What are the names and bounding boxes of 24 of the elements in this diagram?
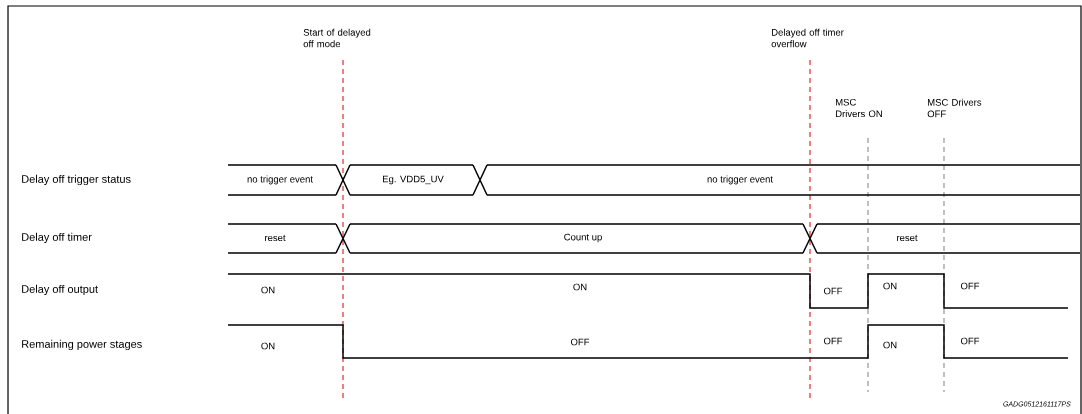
state-label: Eg. VDD5_UV — [383, 175, 444, 185]
annotation-label: Start of delayed off mode — [303, 28, 371, 48]
signal-name: Remaining power stages — [22, 339, 142, 351]
signal-name: Delay off timer — [22, 232, 92, 244]
state-label: OFF — [823, 337, 843, 345]
state-label: OFF — [570, 338, 590, 346]
state-label: ON — [261, 342, 275, 350]
signal-name: Delay off output — [22, 284, 98, 296]
state-label: reset — [897, 234, 918, 242]
state-label: reset — [265, 234, 286, 242]
state-label: OFF — [960, 282, 980, 290]
state-label: ON — [573, 283, 587, 291]
annotation-label: MSC Drivers ON — [836, 98, 882, 118]
annotation-label: MSC Drivers OFF — [927, 98, 982, 118]
state-label: OFF — [823, 287, 843, 295]
annotation-label: Delayed off timer overflow — [771, 28, 844, 48]
state-label: no trigger event — [707, 175, 773, 185]
state-label: Count up — [564, 233, 602, 243]
state-label: OFF — [960, 337, 980, 345]
state-label: ON — [261, 286, 275, 294]
state-label: ON — [883, 282, 897, 290]
state-label: no trigger event — [247, 175, 313, 185]
signal-name: Delay off trigger status — [22, 174, 131, 186]
state-label: ON — [883, 341, 897, 349]
